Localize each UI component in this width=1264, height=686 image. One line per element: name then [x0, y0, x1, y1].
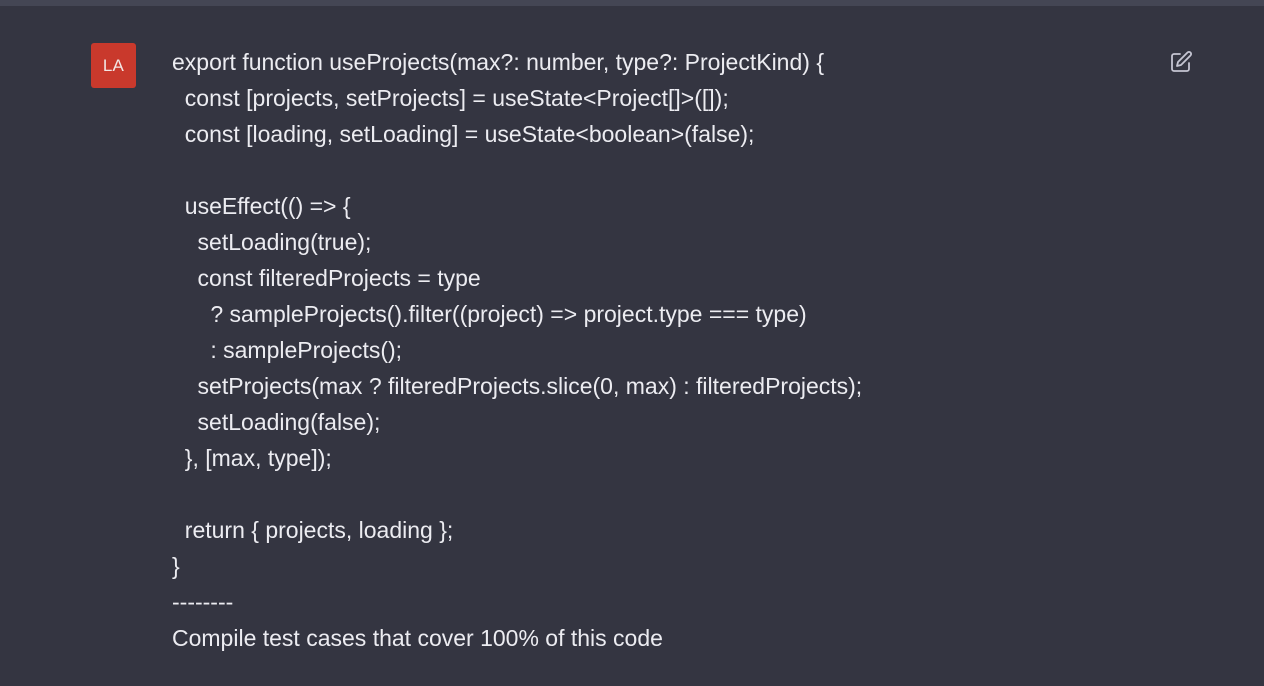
avatar-initials: LA	[102, 55, 125, 75]
message-line: : sampleProjects();	[172, 337, 403, 363]
edit-message-button[interactable]	[1167, 48, 1195, 76]
message-line: return { projects, loading };	[172, 517, 454, 543]
message-line: const filteredProjects = type	[172, 265, 481, 291]
message-line: ? sampleProjects().filter((project) => p…	[172, 301, 807, 327]
message-line: const [projects, setProjects] = useState…	[172, 85, 729, 111]
previous-message-strip	[0, 0, 1264, 6]
message-line: }, [max, type]);	[172, 445, 332, 471]
message-line: --------	[172, 589, 234, 615]
message-line: setLoading(true);	[172, 229, 372, 255]
message-content: export function useProjects(max?: number…	[172, 44, 1132, 656]
user-avatar: LA	[91, 43, 136, 88]
message-line	[172, 152, 1132, 188]
message-line: setProjects(max ? filteredProjects.slice…	[172, 373, 863, 399]
message-line: }	[172, 553, 180, 579]
message-line: setLoading(false);	[172, 409, 381, 435]
user-message: LA export function useProjects(max?: num…	[0, 6, 1264, 686]
message-line: useEffect(() => {	[172, 193, 351, 219]
edit-icon	[1171, 51, 1192, 72]
message-line	[172, 476, 1132, 512]
message-line: export function useProjects(max?: number…	[172, 49, 824, 75]
message-line: const [loading, setLoading] = useState<b…	[172, 121, 755, 147]
message-line: Compile test cases that cover 100% of th…	[172, 625, 663, 651]
